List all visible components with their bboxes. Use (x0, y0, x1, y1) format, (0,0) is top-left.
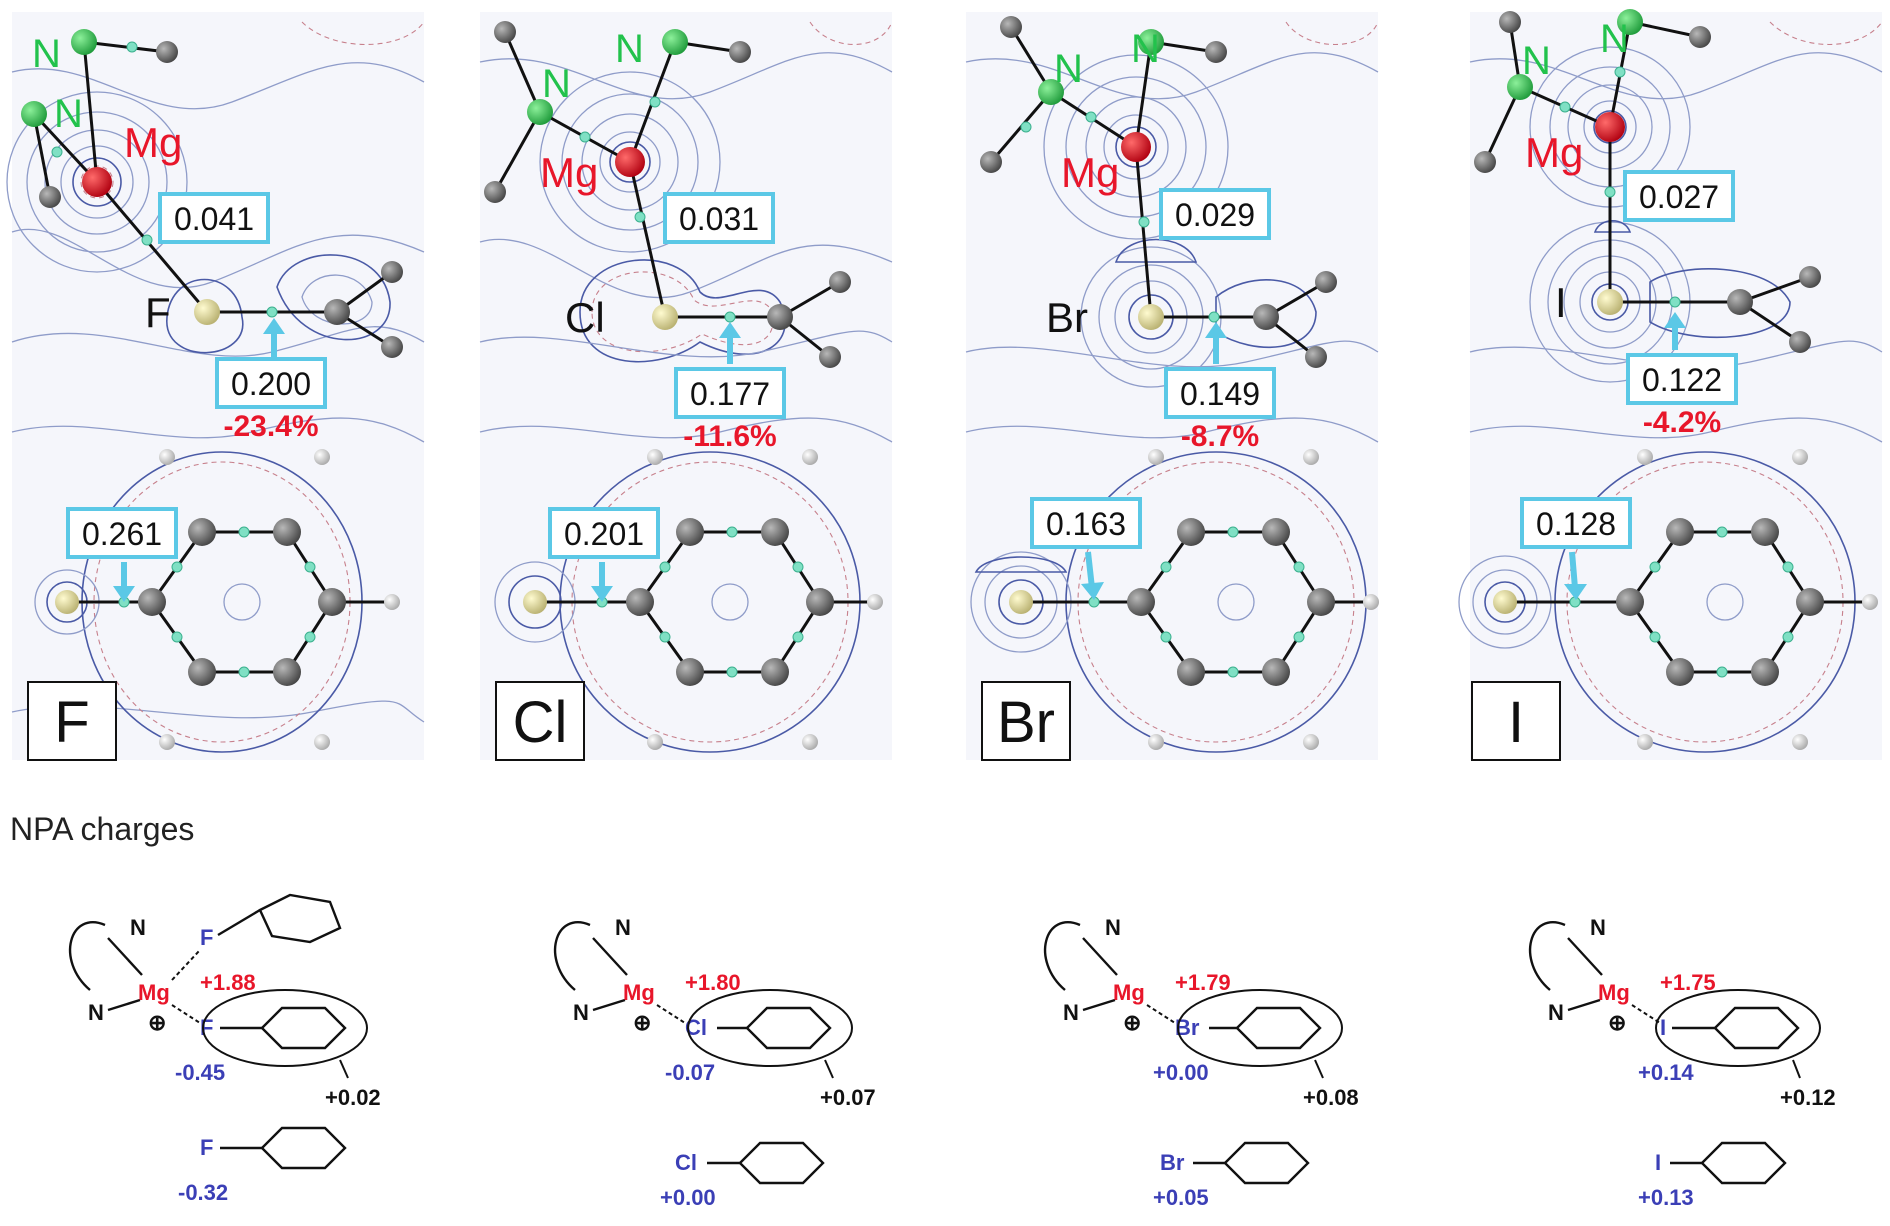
svg-text:I: I (1655, 1150, 1661, 1175)
free-charge: -0.32 (178, 1180, 228, 1205)
svg-text:N: N (130, 915, 146, 940)
rho-mg-x-value: 0.027 (1639, 179, 1719, 215)
rho-free-value: 0.201 (564, 516, 644, 552)
rho-free-value: 0.261 (82, 516, 162, 552)
svg-text:N: N (573, 1000, 589, 1025)
svg-text:Cl: Cl (685, 1015, 707, 1040)
percent-change: -11.6% (683, 420, 776, 453)
svg-text:N: N (1590, 915, 1606, 940)
svg-text:F: F (200, 925, 213, 950)
rho-mg-x-value: 0.031 (679, 201, 759, 237)
halogen-box-label: I (1508, 690, 1524, 755)
npa-complex-i: N N Mg +1.75 ⊕ I +0.14 +0.12 I +0.13 (1528, 915, 1836, 1210)
panel-br: N N Mg Br 0.029 0.149 -8.7% (965, 12, 1379, 761)
npa-complex-cl: N N Mg +1.80 ⊕ Cl -0.07 +0.07 Cl +0.00 (553, 915, 876, 1210)
halogen-box-label: Cl (513, 690, 568, 755)
n-label: N (1054, 47, 1083, 91)
halogen-box-label: F (54, 690, 89, 755)
svg-text:+0.14: +0.14 (1638, 1060, 1694, 1085)
svg-text:N: N (615, 915, 631, 940)
svg-text:⊕: ⊕ (633, 1010, 651, 1035)
svg-text:I: I (1660, 1015, 1666, 1040)
n-label: N (32, 32, 61, 76)
npa-complex-f: N N Mg F +1.88 ⊕ F -0.45 +0.02 F -0.32 (68, 893, 381, 1205)
rho-x-c-value: 0.200 (231, 366, 311, 402)
nitrogen-atom (71, 29, 97, 55)
svg-text:-0.07: -0.07 (665, 1060, 715, 1085)
npa-title: NPA charges (10, 811, 194, 847)
n-label: N (615, 27, 644, 71)
mg-charge: +1.88 (200, 970, 256, 995)
svg-text:+0.13: +0.13 (1638, 1185, 1694, 1210)
svg-text:N: N (1063, 1000, 1079, 1025)
svg-text:+0.12: +0.12 (1780, 1085, 1836, 1110)
svg-text:N: N (88, 1000, 104, 1025)
svg-text:+1.79: +1.79 (1175, 970, 1231, 995)
svg-text:+1.80: +1.80 (685, 970, 741, 995)
rho-free-box (66, 507, 178, 559)
free-molecule (55, 449, 400, 750)
rho-mg-x-box (158, 192, 270, 244)
svg-text:⊕: ⊕ (1608, 1010, 1626, 1035)
n-label: N (1131, 27, 1160, 71)
halogen-label: Cl (565, 294, 605, 341)
rho-x-c-box (215, 357, 327, 409)
svg-text:Mg: Mg (623, 980, 655, 1005)
n-label: N (542, 62, 571, 106)
magnesium-atom (82, 167, 112, 197)
nitrogen-atom (21, 101, 47, 127)
n-label: N (1522, 39, 1551, 83)
svg-text:Cl: Cl (675, 1150, 697, 1175)
svg-text:+0.08: +0.08 (1303, 1085, 1359, 1110)
svg-text:+1.75: +1.75 (1660, 970, 1716, 995)
n-label: N (54, 92, 83, 136)
mg-label: Mg (138, 980, 170, 1005)
rho-x-c-value: 0.149 (1180, 376, 1260, 412)
percent-change: -23.4% (223, 410, 318, 443)
percent-change: -4.2% (1643, 406, 1721, 439)
rho-x-c-value: 0.177 (690, 376, 770, 412)
rho-x-c-value: 0.122 (1642, 362, 1722, 398)
svg-text:Mg: Mg (1113, 980, 1145, 1005)
n-label: N (1600, 17, 1629, 61)
npa-complex-br: N N Mg +1.79 ⊕ Br +0.00 +0.08 Br +0.05 (1043, 915, 1359, 1210)
rho-mg-x-value: 0.041 (174, 201, 254, 237)
panel-cl: N N Mg Cl 0.031 0.177 -11.6% (479, 12, 893, 761)
panel-f: N N Mg F 0.041 0.200 -23.4% (6, 12, 425, 761)
x-charge: -0.45 (175, 1060, 225, 1085)
halogen-label: I (1555, 279, 1567, 326)
percent-change: -8.7% (1181, 420, 1259, 453)
svg-text:Br: Br (1160, 1150, 1185, 1175)
halogen-atom (194, 299, 220, 325)
panel-i: N N Mg I 0.027 0.122 -4.2% (1458, 9, 1883, 761)
ring-charge: +0.02 (325, 1085, 381, 1110)
svg-text:Mg: Mg (1598, 980, 1630, 1005)
halogen-label: Br (1046, 294, 1088, 341)
svg-text:N: N (1548, 1000, 1564, 1025)
halogen-box (27, 681, 117, 761)
svg-text:F: F (200, 1135, 213, 1160)
svg-text:⊕: ⊕ (148, 1010, 166, 1035)
rho-free-value: 0.163 (1046, 506, 1126, 542)
mg-label: Mg (124, 119, 182, 166)
svg-text:+0.00: +0.00 (1153, 1060, 1209, 1085)
svg-text:+0.00: +0.00 (660, 1185, 716, 1210)
mg-label: Mg (540, 149, 598, 196)
svg-text:+0.07: +0.07 (820, 1085, 876, 1110)
svg-text:N: N (1105, 915, 1121, 940)
rho-free-value: 0.128 (1536, 506, 1616, 542)
mg-label: Mg (1525, 129, 1583, 176)
halogen-box-label: Br (997, 690, 1055, 755)
halogen-label: F (145, 289, 171, 336)
rho-mg-x-value: 0.029 (1175, 197, 1255, 233)
svg-text:⊕: ⊕ (1123, 1010, 1141, 1035)
svg-text:+0.05: +0.05 (1153, 1185, 1209, 1210)
mg-label: Mg (1061, 149, 1119, 196)
